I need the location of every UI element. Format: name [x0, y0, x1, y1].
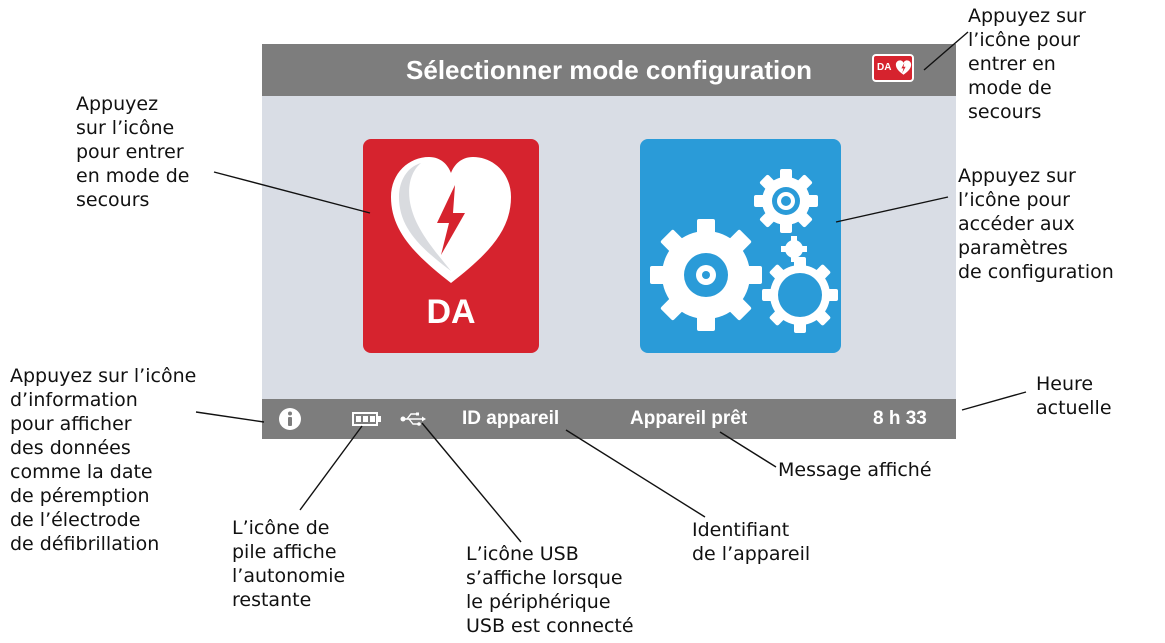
callout-info: Appuyez sur l’icône d’information pour a…	[10, 365, 197, 555]
title-bar: Sélectionner mode configuration DA	[262, 44, 956, 96]
callout-rescue-tile: Appuyez sur l’icône pour entrer en mode …	[76, 93, 190, 211]
device-id-text: ID appareil	[462, 408, 560, 429]
callout-config: Appuyez sur l’icône pour accéder aux par…	[958, 165, 1114, 283]
screen-title: Sélectionner mode configuration	[406, 55, 812, 85]
gears-icon	[650, 169, 838, 333]
callout-message: Message affiché	[778, 459, 932, 481]
heart-lightning-small-icon	[895, 60, 912, 75]
rescue-mode-small-button[interactable]: DA	[872, 54, 914, 82]
rescue-badge-label: DA	[877, 62, 892, 73]
status-bar: ID appareil Appareil prêt 8 h 33	[262, 399, 956, 439]
configuration-button[interactable]	[640, 139, 841, 353]
callout-rescue-small: Appuyez sur l’icône pour entrer en mode …	[968, 5, 1086, 123]
callout-time: Heure actuelle	[1036, 373, 1112, 419]
status-message: Appareil prêt	[630, 408, 748, 429]
current-time: 8 h 33	[873, 408, 927, 429]
info-icon[interactable]	[278, 407, 302, 431]
device-screen: Sélectionner mode configuration DA DA	[262, 44, 956, 439]
callout-usb: L’icône USB s’affiche lorsque le périphé…	[466, 543, 634, 637]
heart-lightning-icon	[391, 157, 511, 283]
callout-battery: L’icône de pile affiche l’autonomie rest…	[232, 517, 346, 611]
callout-device-id: Identifiant de l’appareil	[692, 519, 811, 565]
rescue-tile-label: DA	[426, 293, 476, 331]
battery-icon	[352, 412, 381, 426]
rescue-mode-button[interactable]: DA	[363, 139, 539, 353]
usb-icon	[400, 412, 426, 426]
